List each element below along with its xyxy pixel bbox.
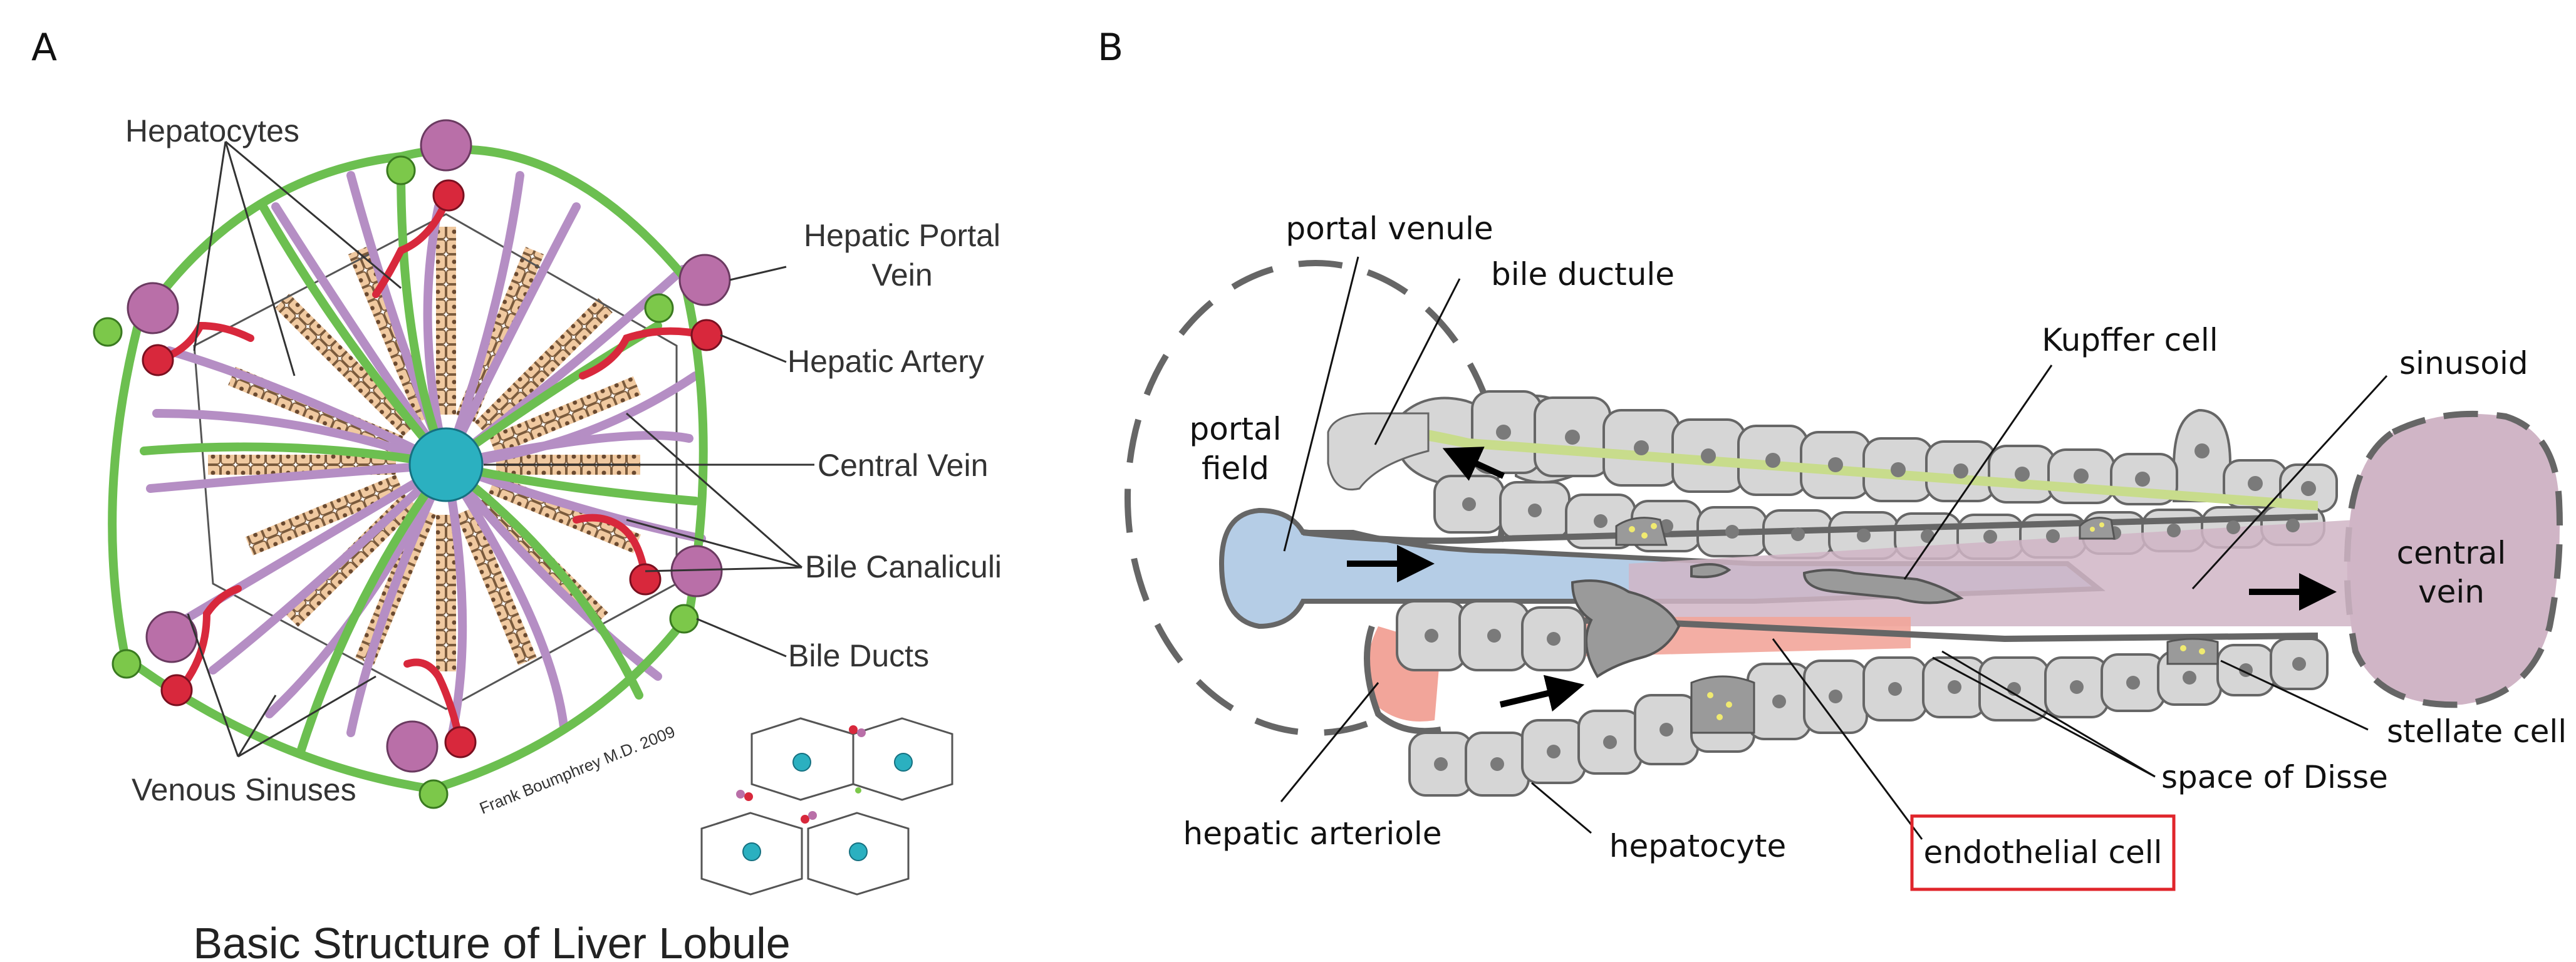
label-hepatic-artery: Hepatic Artery [787,344,984,379]
flow-arrows [1347,447,2337,712]
lobule-inset [700,717,953,896]
label-stellate-cell: stellate cell [2387,713,2567,750]
artery-dots [142,179,723,758]
lobule-diagram: Hepatocytes Hepatic Portal Vein Hepatic … [93,113,1002,962]
label-central-vein-2: vein [2418,574,2485,610]
label-bile-canaliculi: Bile Canaliculi [805,549,1002,584]
lobule-leader-lines [187,140,814,758]
stellate-cells [1615,517,2219,734]
label-bile-ducts: Bile Ducts [788,638,929,673]
portal-vein-dots [127,119,731,773]
bile-ductule-cells [1327,412,1430,491]
hepatic-arteries [154,192,709,746]
label-venous-sinuses: Venous Sinuses [132,772,356,807]
central-vein [408,427,484,502]
label-sinusoid: sinusoid [2399,345,2528,381]
label-kupffer-cell: Kupffer cell [2042,322,2218,358]
label-central-vein-1: central [2397,535,2506,571]
lobule-title: Basic Structure of Liver Lobule [193,919,790,962]
label-central-vein: Central Vein [818,448,988,483]
sinusoid-lumen [1629,520,2355,626]
label-hepatic-arteriole: hepatic arteriole [1183,815,1442,852]
label-space-of-disse: space of Disse [2161,759,2388,795]
label-hepatocyte: hepatocyte [1609,828,1786,864]
panel-label-a: A [31,26,57,70]
panel-label-b: B [1098,26,1123,70]
bile-duct-dots [93,155,699,809]
hepatocyte-nuclei [1425,425,2316,771]
kupffer-cells [1571,563,1964,678]
label-bile-ductule: bile ductule [1491,256,1675,292]
label-portal-field-2: field [1202,450,1269,487]
artist-signature: Frank Boumphrey M.D. 2009 [477,722,678,818]
sinusoid-diagram: portal venule bile ductule portal field … [1124,210,2567,891]
label-portal-venule: portal venule [1285,210,1493,247]
label-hepatocytes: Hepatocytes [125,113,299,148]
label-portal-vein-2: Vein [871,257,932,292]
label-portal-field-1: portal [1189,411,1281,447]
label-endothelial-cell: endothelial cell [1923,834,2162,871]
sinusoid-leader-lines [1280,256,2388,840]
endothelial-highlight-box [1910,814,2176,891]
bile-ductule-channel [1378,423,2318,510]
label-portal-vein-1: Hepatic Portal [804,218,1000,253]
